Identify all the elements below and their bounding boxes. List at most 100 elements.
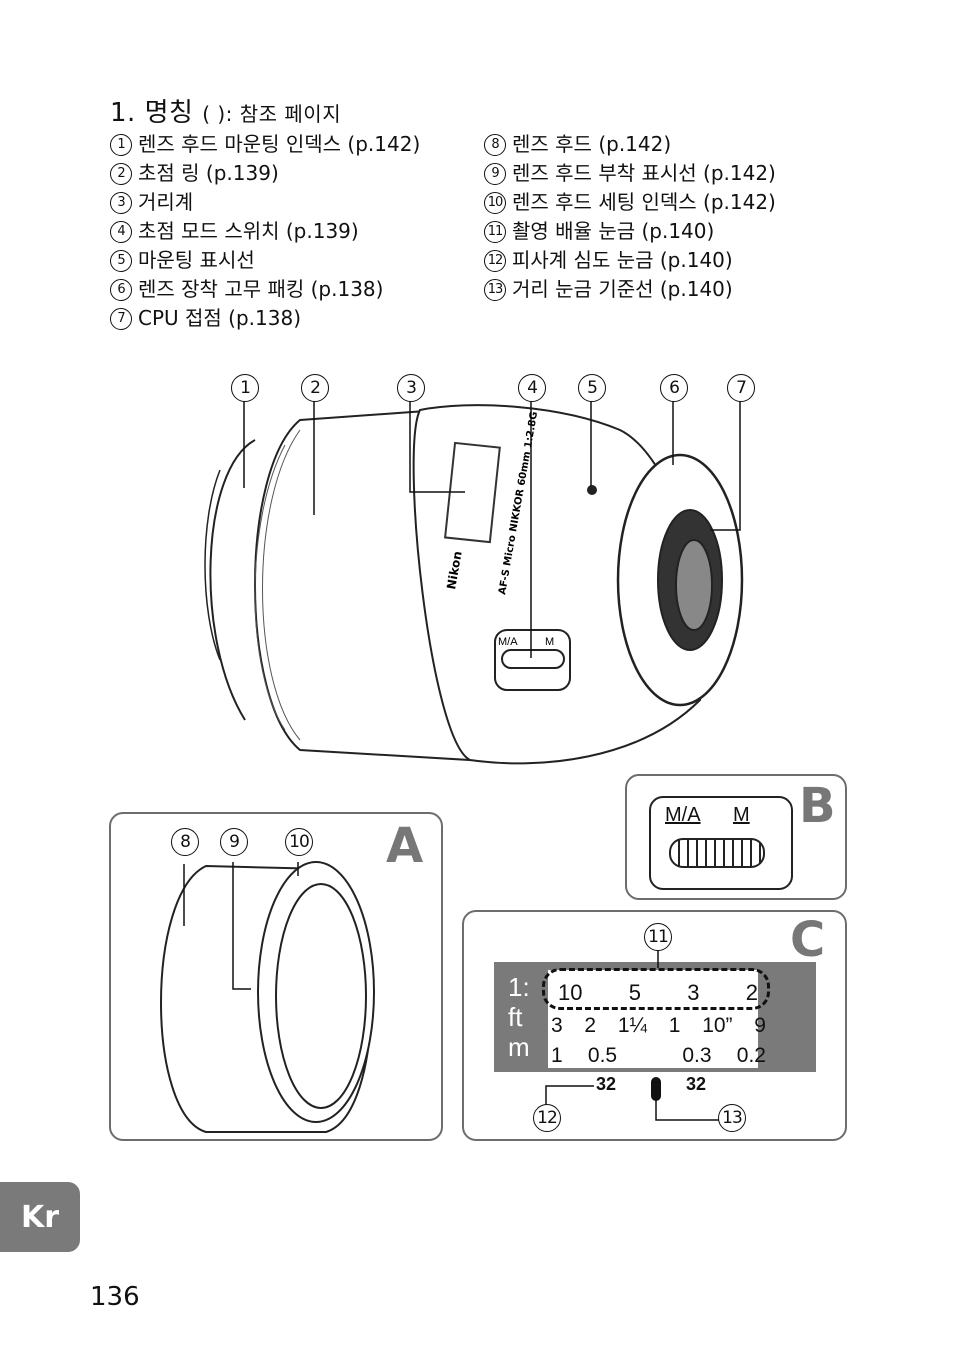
ft-scale: 3 2 1¼ 1 10” 9 — [551, 1014, 766, 1038]
item-label: 거리계 — [138, 190, 194, 214]
list-item: 6 렌즈 장착 고무 패킹 (p.138) — [110, 275, 420, 304]
list-item: 3 거리계 — [110, 188, 420, 217]
ratio-tick: 10 — [558, 980, 583, 1005]
switch-ma-label: M/A — [665, 804, 701, 826]
panel-b-focus-switch: B M/A M — [625, 774, 847, 900]
list-item: 9 렌즈 후드 부착 표시선 (p.142) — [484, 159, 776, 188]
callout-9: 9 — [220, 828, 248, 856]
language-tab: Kr — [0, 1182, 80, 1252]
item-number: 2 — [110, 162, 132, 185]
scale-leaders — [545, 950, 719, 1121]
heading-number: 1. — [110, 98, 136, 128]
heading-title: 명칭 — [144, 98, 194, 128]
list-item: 13 거리 눈금 기준선 (p.140) — [484, 275, 776, 304]
item-label: 렌즈 후드 마운팅 인덱스 (p.142) — [138, 132, 421, 156]
scale-row-labels: 1: ft m — [508, 972, 530, 1062]
ft-tick: 1¼ — [617, 1014, 648, 1037]
item-label: 초점 링 (p.139) — [138, 161, 279, 185]
callout-12: 12 — [533, 1104, 561, 1132]
row-label-m: m — [508, 1032, 530, 1062]
callout-6: 6 — [660, 374, 688, 402]
list-item: 12 피사계 심도 눈금 (p.140) — [484, 246, 776, 275]
item-label: 렌즈 후드 (p.142) — [512, 132, 672, 156]
scale-strip: 10 5 3 2 3 2 1¼ 1 10” 9 1 0.5 0.3 0.2 — [548, 970, 766, 1068]
focus-mode-switch[interactable] — [669, 838, 765, 868]
item-label: 초점 모드 스위치 (p.139) — [138, 219, 359, 243]
callout-10: 10 — [285, 828, 313, 856]
switch-frame: M/A M — [649, 796, 793, 890]
heading-paren: ( ) — [202, 102, 226, 126]
item-number: 5 — [110, 249, 132, 272]
list-item: 1 렌즈 후드 마운팅 인덱스 (p.142) — [110, 130, 420, 159]
lens-switch-ma-label: M/A — [498, 636, 518, 648]
item-label: 렌즈 장착 고무 패킹 (p.138) — [138, 277, 384, 301]
item-number: 13 — [484, 278, 506, 301]
item-number: 4 — [110, 220, 132, 243]
m-tick: 0.2 — [736, 1044, 766, 1067]
item-number: 9 — [484, 162, 506, 185]
list-item: 8 렌즈 후드 (p.142) — [484, 130, 776, 159]
callout-4: 4 — [518, 374, 546, 402]
list-item: 7 CPU 접점 (p.138) — [110, 304, 420, 333]
callout-13: 13 — [718, 1104, 746, 1132]
ratio-tick: 3 — [687, 980, 700, 1005]
ratio-scale: 10 5 3 2 — [558, 980, 758, 1006]
m-tick: 0.5 — [587, 1044, 618, 1067]
panel-a-lens-hood: A 8 9 10 — [109, 812, 443, 1141]
m-scale: 1 0.5 0.3 0.2 — [551, 1044, 766, 1068]
list-item: 4 초점 모드 스위치 (p.139) — [110, 217, 420, 246]
item-label: 마운팅 표시선 — [138, 248, 255, 272]
item-number: 6 — [110, 278, 132, 301]
item-number: 1 — [110, 133, 132, 156]
callout-11: 11 — [644, 923, 672, 951]
ratio-tick: 5 — [628, 980, 641, 1005]
row-label-ft: ft — [508, 1002, 523, 1032]
scale-window: 1: ft m 10 5 3 2 3 2 1¼ 1 10” 9 1 0.5 0 — [494, 962, 816, 1072]
lens-brand: Nikon — [444, 550, 464, 590]
ft-tick: 9 — [754, 1014, 766, 1037]
item-label: 렌즈 후드 세팅 인덱스 (p.142) — [512, 190, 776, 214]
m-tick: 0.3 — [682, 1044, 712, 1067]
item-label: 피사계 심도 눈금 (p.140) — [512, 248, 733, 272]
item-number: 10 — [484, 191, 506, 214]
list-item: 11 촬영 배율 눈금 (p.140) — [484, 217, 776, 246]
panel-c-scales: C 11 1: ft m 10 5 3 2 3 2 1¼ 1 10” 9 1 — [462, 910, 847, 1141]
dof-right-mark: 32 — [686, 1074, 707, 1094]
item-number: 11 — [484, 220, 506, 243]
callout-1: 1 — [231, 374, 259, 402]
item-label: 촬영 배율 눈금 (p.140) — [512, 219, 715, 243]
item-number: 7 — [110, 307, 132, 330]
ft-tick: 3 — [551, 1014, 563, 1037]
item-number: 12 — [484, 249, 506, 272]
list-item: 5 마운팅 표시선 — [110, 246, 420, 275]
parts-list-right: 8 렌즈 후드 (p.142) 9 렌즈 후드 부착 표시선 (p.142) 10 렌… — [484, 130, 776, 304]
item-label: CPU 접점 (p.138) — [138, 306, 302, 330]
panel-b-letter: B — [799, 778, 836, 834]
list-item: 10 렌즈 후드 세팅 인덱스 (p.142) — [484, 188, 776, 217]
item-label: 거리 눈금 기준선 (p.140) — [512, 277, 733, 301]
m-tick: 1 — [551, 1044, 563, 1067]
magnification-highlight — [542, 968, 770, 1010]
ft-tick: 1 — [668, 1014, 681, 1037]
callout-7: 7 — [727, 374, 755, 402]
ft-tick: 2 — [584, 1014, 597, 1037]
lens-hood-drawing — [160, 861, 375, 1133]
ft-tick: 10” — [702, 1014, 733, 1037]
heading-suffix: : 참조 페이지 — [225, 102, 342, 126]
dof-left-mark: 32 — [596, 1074, 617, 1094]
callout-8: 8 — [171, 828, 199, 856]
item-number: 3 — [110, 191, 132, 214]
switch-m-label: M — [733, 804, 750, 826]
list-item: 2 초점 링 (p.139) — [110, 159, 420, 188]
panel-c-letter: C — [790, 912, 826, 968]
lens-switch-m-label: M — [545, 636, 554, 648]
row-label-ratio: 1: — [508, 972, 530, 1002]
page-title: 1. 명칭 ( ): 참조 페이지 — [110, 92, 341, 129]
callout-5: 5 — [578, 374, 606, 402]
callout-3: 3 — [397, 374, 425, 402]
item-number: 8 — [484, 133, 506, 156]
page-number: 136 — [90, 1282, 140, 1312]
callout-2: 2 — [301, 374, 329, 402]
item-label: 렌즈 후드 부착 표시선 (p.142) — [512, 161, 776, 185]
parts-list-left: 1 렌즈 후드 마운팅 인덱스 (p.142) 2 초점 링 (p.139) 3 거리… — [110, 130, 420, 333]
